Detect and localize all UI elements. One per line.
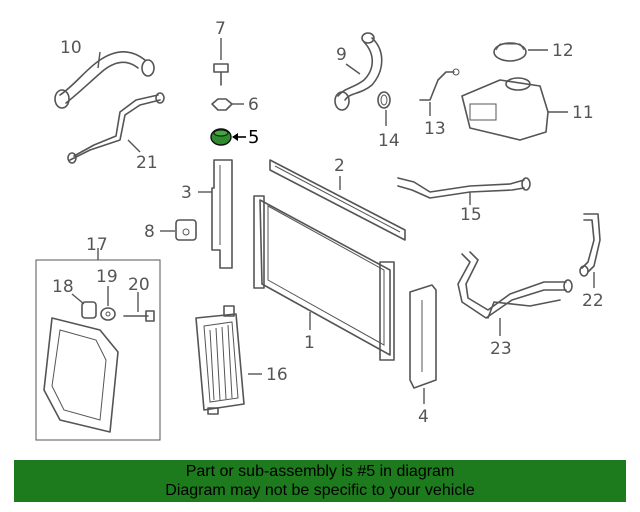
callout-22: 22 <box>582 291 604 311</box>
callout-12: 12 <box>552 41 574 61</box>
part-21-lower-hose <box>67 92 165 164</box>
part-6-nut <box>211 98 233 111</box>
part-17-shroud <box>43 317 119 433</box>
part-8-mount <box>175 219 197 241</box>
callout-2: 2 <box>334 156 345 176</box>
callout-9: 9 <box>336 45 347 65</box>
callout-6: 6 <box>248 95 259 115</box>
callout-8: 8 <box>144 222 155 242</box>
part-1-radiator <box>253 195 395 361</box>
callout-10: 10 <box>60 38 82 58</box>
part-9-hose <box>334 32 383 111</box>
part-16-aux-radiator <box>195 305 245 415</box>
callout-17: 17 <box>86 235 108 255</box>
part-3-bracket <box>211 159 233 269</box>
part-5-highlighted <box>210 128 232 146</box>
part-7-bolt <box>213 63 229 86</box>
part-19-washer <box>100 307 116 321</box>
parts-diagram: 10 21 7 6 5 3 8 2 <box>35 19 604 441</box>
part-4-side-bracket <box>409 284 437 389</box>
part-23-hose-assembly <box>457 251 573 319</box>
part-12-cap <box>493 42 527 62</box>
info-banner: Part or sub-assembly is #5 in diagram Di… <box>14 460 626 502</box>
callout-13: 13 <box>424 119 446 139</box>
callout-14: 14 <box>378 131 400 151</box>
callout-20: 20 <box>128 275 150 295</box>
callout-19: 19 <box>96 267 118 287</box>
callout-21: 21 <box>136 153 158 173</box>
callout-7: 7 <box>215 19 226 39</box>
part-11-expansion-tank <box>461 77 549 141</box>
callout-23: 23 <box>490 339 512 359</box>
callout-5: 5 <box>248 127 259 148</box>
part-18-bushing <box>81 301 97 319</box>
callout-11: 11 <box>572 103 594 123</box>
callout-16: 16 <box>266 365 288 385</box>
callout-18: 18 <box>52 277 74 297</box>
callout-4: 4 <box>418 407 429 427</box>
banner-line-2: Diagram may not be specific to your vehi… <box>165 482 475 499</box>
callout-15: 15 <box>460 205 482 225</box>
part-10-upper-hose <box>54 50 155 109</box>
part-15-pipe <box>397 177 531 199</box>
part-2-seal-strip <box>269 159 406 241</box>
part-13-small-hose <box>419 68 460 101</box>
part-22-hose <box>579 213 601 277</box>
part-14-clamp <box>377 91 391 109</box>
callout-3: 3 <box>181 183 192 203</box>
banner-line-1: Part or sub-assembly is #5 in diagram <box>185 463 455 480</box>
part-20-screw <box>123 310 155 322</box>
callout-1: 1 <box>304 333 315 353</box>
